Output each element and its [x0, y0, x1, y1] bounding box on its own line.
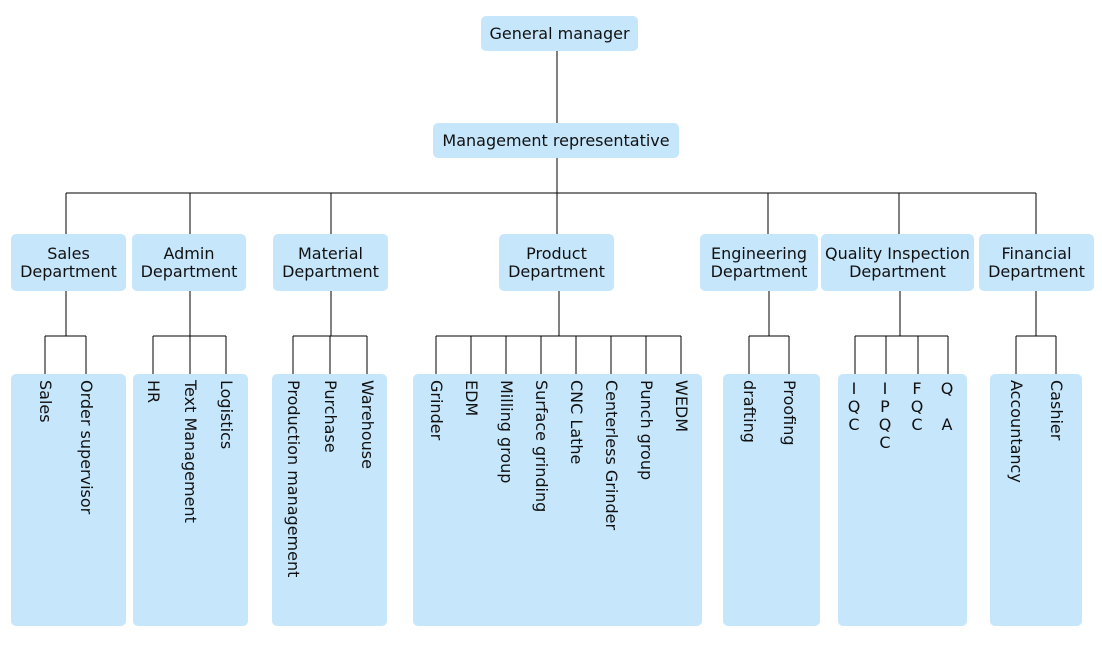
subunit-label: Surface grinding [532, 380, 551, 513]
department-label-sales: Sales Department [20, 243, 117, 281]
subunit-group-quality [838, 374, 967, 626]
subunit-label: Accountancy [1007, 380, 1026, 483]
department-box-sales: Sales Department [11, 234, 126, 291]
subunit-label: HR [144, 380, 163, 404]
department-label-material: Material Department [282, 243, 379, 281]
management-representative-label: Management representative [442, 130, 670, 150]
subunit-label: CNC Lathe [567, 380, 586, 465]
subunit-label: Order supervisor [77, 380, 96, 515]
subunit-group-admin [133, 374, 248, 626]
department-box-quality: Quality Inspection Department [821, 234, 974, 291]
subunit-group-product [413, 374, 702, 626]
subunit-label: Text Management [181, 380, 200, 523]
subunit-label: F Q C [910, 379, 924, 434]
subunit-label: Production management [284, 380, 303, 578]
management-representative-box: Management representative [433, 123, 679, 158]
subunit-label: I Q C [847, 379, 861, 434]
department-box-product: Product Department [499, 234, 614, 291]
subunit-label: Q A [940, 379, 954, 434]
subunit-label: Cashier [1047, 380, 1066, 441]
subunit-group-sales [11, 374, 126, 626]
general-manager-box: General manager [481, 16, 638, 51]
subunit-label: Punch group [637, 380, 656, 481]
subunit-label: Purchase [321, 380, 340, 453]
department-box-admin: Admin Department [132, 234, 246, 291]
subunit-label: Logistics [217, 380, 236, 450]
department-label-product: Product Department [508, 243, 605, 281]
subunit-group-engineering [723, 374, 820, 626]
department-box-material: Material Department [273, 234, 388, 291]
subunit-label: WEDM [672, 380, 691, 433]
subunit-label: Proofing [780, 380, 799, 446]
subunit-group-financial [990, 374, 1082, 626]
subunit-label: I P Q C [878, 379, 892, 452]
subunit-label: EDM [462, 380, 481, 417]
subunit-label: Sales [36, 380, 55, 423]
subunit-label: Grinder [427, 380, 446, 441]
department-box-financial: Financial Department [979, 234, 1094, 291]
subunit-label: Centerless Grinder [602, 380, 621, 531]
subunit-group-material [272, 374, 387, 626]
department-box-engineering: Engineering Department [700, 234, 818, 291]
subunit-label: Warehouse [358, 380, 377, 469]
department-label-engineering: Engineering Department [710, 243, 808, 281]
department-label-quality: Quality Inspection Department [825, 243, 970, 281]
general-manager-label: General manager [489, 23, 630, 43]
subunit-label: Milling group [497, 380, 516, 484]
department-label-admin: Admin Department [140, 243, 238, 281]
department-label-financial: Financial Department [988, 243, 1085, 281]
subunit-label: drafting [740, 380, 759, 443]
